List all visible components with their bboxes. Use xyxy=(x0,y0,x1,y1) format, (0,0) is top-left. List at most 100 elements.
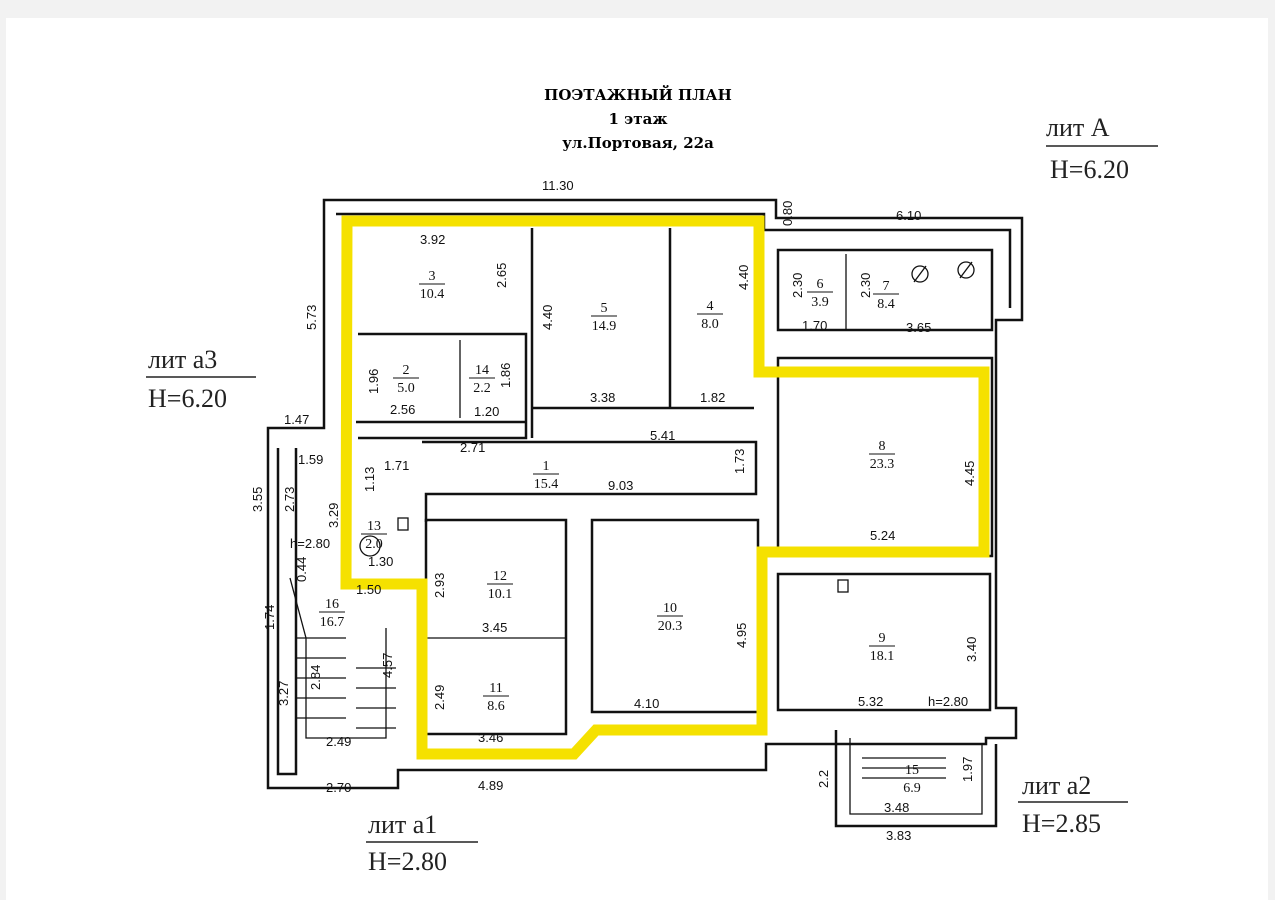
room-number: 15 xyxy=(905,763,919,778)
room-area: 14.9 xyxy=(592,319,617,334)
dim-label: 5.41 xyxy=(650,428,675,443)
room-area: 16.7 xyxy=(320,615,345,630)
svg-text:лит а1: лит а1 xyxy=(368,810,437,839)
dim-label: 3.83 xyxy=(886,828,911,843)
dim-label: 4.10 xyxy=(634,696,659,711)
dim-label: 0.44 xyxy=(294,557,309,582)
room-label: 514.9 xyxy=(591,301,617,334)
dim-label: 6.10 xyxy=(896,208,921,223)
dim-label: 2.70 xyxy=(326,780,351,795)
dim-label: 1.59 xyxy=(298,452,323,467)
dim-label: 5.32 xyxy=(858,694,883,709)
room-area: 23.3 xyxy=(870,457,895,472)
svg-text:H=2.80: H=2.80 xyxy=(368,847,447,876)
room-number: 2 xyxy=(403,363,410,378)
dim-label: 11.30 xyxy=(542,178,574,193)
dim-label: 1.30 xyxy=(368,554,393,569)
dim-label: 1.74 xyxy=(262,605,277,630)
dimension-labels: 11.30 0.80 6.10 3.92 2.65 4.40 4.40 5.73… xyxy=(250,178,979,843)
dim-label: 1.96 xyxy=(366,369,381,394)
room-number: 8 xyxy=(879,439,886,454)
room-number: 3 xyxy=(429,269,436,284)
room-label: 156.9 xyxy=(899,763,925,796)
room-area: 10.4 xyxy=(420,287,445,302)
room-label: 918.1 xyxy=(869,631,895,664)
dim-label: 1.97 xyxy=(960,757,975,782)
room-label: 142.2 xyxy=(469,363,495,396)
dim-label: 5.73 xyxy=(304,305,319,330)
room-number: 1 xyxy=(543,459,550,474)
dim-label: 1.73 xyxy=(732,449,747,474)
dim-label: 1.50 xyxy=(356,582,381,597)
dim-label: 3.55 xyxy=(250,487,265,512)
dim-label: 4.89 xyxy=(478,778,503,793)
dim-label: 3.65 xyxy=(906,320,931,335)
room-number: 5 xyxy=(601,301,608,316)
dim-label: 2.84 xyxy=(308,665,323,690)
room-labels: 115.425.0310.448.0514.963.978.4823.3918.… xyxy=(319,269,925,796)
dim-label: 4.95 xyxy=(734,623,749,648)
dim-label: 3.38 xyxy=(590,390,615,405)
dim-label: 2.49 xyxy=(326,734,351,749)
dim-label: 4.45 xyxy=(962,461,977,486)
room-label: 25.0 xyxy=(393,363,419,396)
room-label: 78.4 xyxy=(873,279,899,312)
dim-label: 3.46 xyxy=(478,730,503,745)
dim-label: 1.47 xyxy=(284,412,309,427)
room-area: 8.6 xyxy=(487,699,505,714)
plan-title: ПОЭТАЖНЫЙ ПЛАН xyxy=(544,85,732,104)
dim-label: 3.92 xyxy=(420,232,445,247)
dim-label: 2.49 xyxy=(432,685,447,710)
room-area: 8.4 xyxy=(877,297,895,312)
dim-label: 0.80 xyxy=(780,201,795,226)
svg-text:H=2.85: H=2.85 xyxy=(1022,809,1101,838)
dim-label: 2.30 xyxy=(790,273,805,298)
dim-label: 4.57 xyxy=(380,653,395,678)
dim-label: 2.30 xyxy=(858,273,873,298)
svg-text:лит А: лит А xyxy=(1046,113,1110,142)
room-label: 118.6 xyxy=(483,681,509,714)
dim-label: 9.03 xyxy=(608,478,633,493)
room-number: 12 xyxy=(493,569,507,584)
lit-a1-label: лит а1 H=2.80 xyxy=(366,810,478,876)
room-area: 5.0 xyxy=(397,381,415,396)
room-number: 10 xyxy=(663,601,677,616)
dim-label: 1.20 xyxy=(474,404,499,419)
room-area: 3.9 xyxy=(811,295,829,310)
dim-label: 1.82 xyxy=(700,390,725,405)
room-number: 9 xyxy=(879,631,886,646)
room-area: 20.3 xyxy=(658,619,683,634)
dim-label: h=2.80 xyxy=(290,536,330,551)
room-label: 823.3 xyxy=(869,439,895,472)
dim-label: 2.2 xyxy=(816,770,831,788)
svg-text:H=6.20: H=6.20 xyxy=(1050,155,1129,184)
floor-plan-drawing: ПОЭТАЖНЫЙ ПЛАН 1 этаж ул.Портовая, 22а л… xyxy=(146,85,1158,876)
dim-label: 2.65 xyxy=(494,263,509,288)
room-area: 18.1 xyxy=(870,649,895,664)
room-area: 15.4 xyxy=(534,477,559,492)
svg-text:лит а2: лит а2 xyxy=(1022,771,1091,800)
dim-label: 3.27 xyxy=(276,681,291,706)
room-label: 48.0 xyxy=(697,299,723,332)
dim-label: 3.45 xyxy=(482,620,507,635)
dim-label: 4.40 xyxy=(736,265,751,290)
lit-a-label: лит А H=6.20 xyxy=(1046,113,1158,184)
room-number: 4 xyxy=(707,299,714,314)
room-number: 6 xyxy=(817,277,824,292)
dim-label: 2.56 xyxy=(390,402,415,417)
dim-label: 1.86 xyxy=(498,363,513,388)
lit-a3-label: лит а3 H=6.20 xyxy=(146,345,256,413)
dim-label: h=2.80 xyxy=(928,694,968,709)
room-area: 6.9 xyxy=(903,781,921,796)
room-label: 115.4 xyxy=(533,459,559,492)
room-number: 11 xyxy=(489,681,502,696)
dim-label: 3.40 xyxy=(964,637,979,662)
dim-label: 3.48 xyxy=(884,800,909,815)
dim-label: 2.93 xyxy=(432,573,447,598)
room-area: 8.0 xyxy=(701,317,719,332)
room-label: 310.4 xyxy=(419,269,445,302)
dim-label: 2.71 xyxy=(460,440,485,455)
highlighted-area-outline xyxy=(340,215,990,760)
